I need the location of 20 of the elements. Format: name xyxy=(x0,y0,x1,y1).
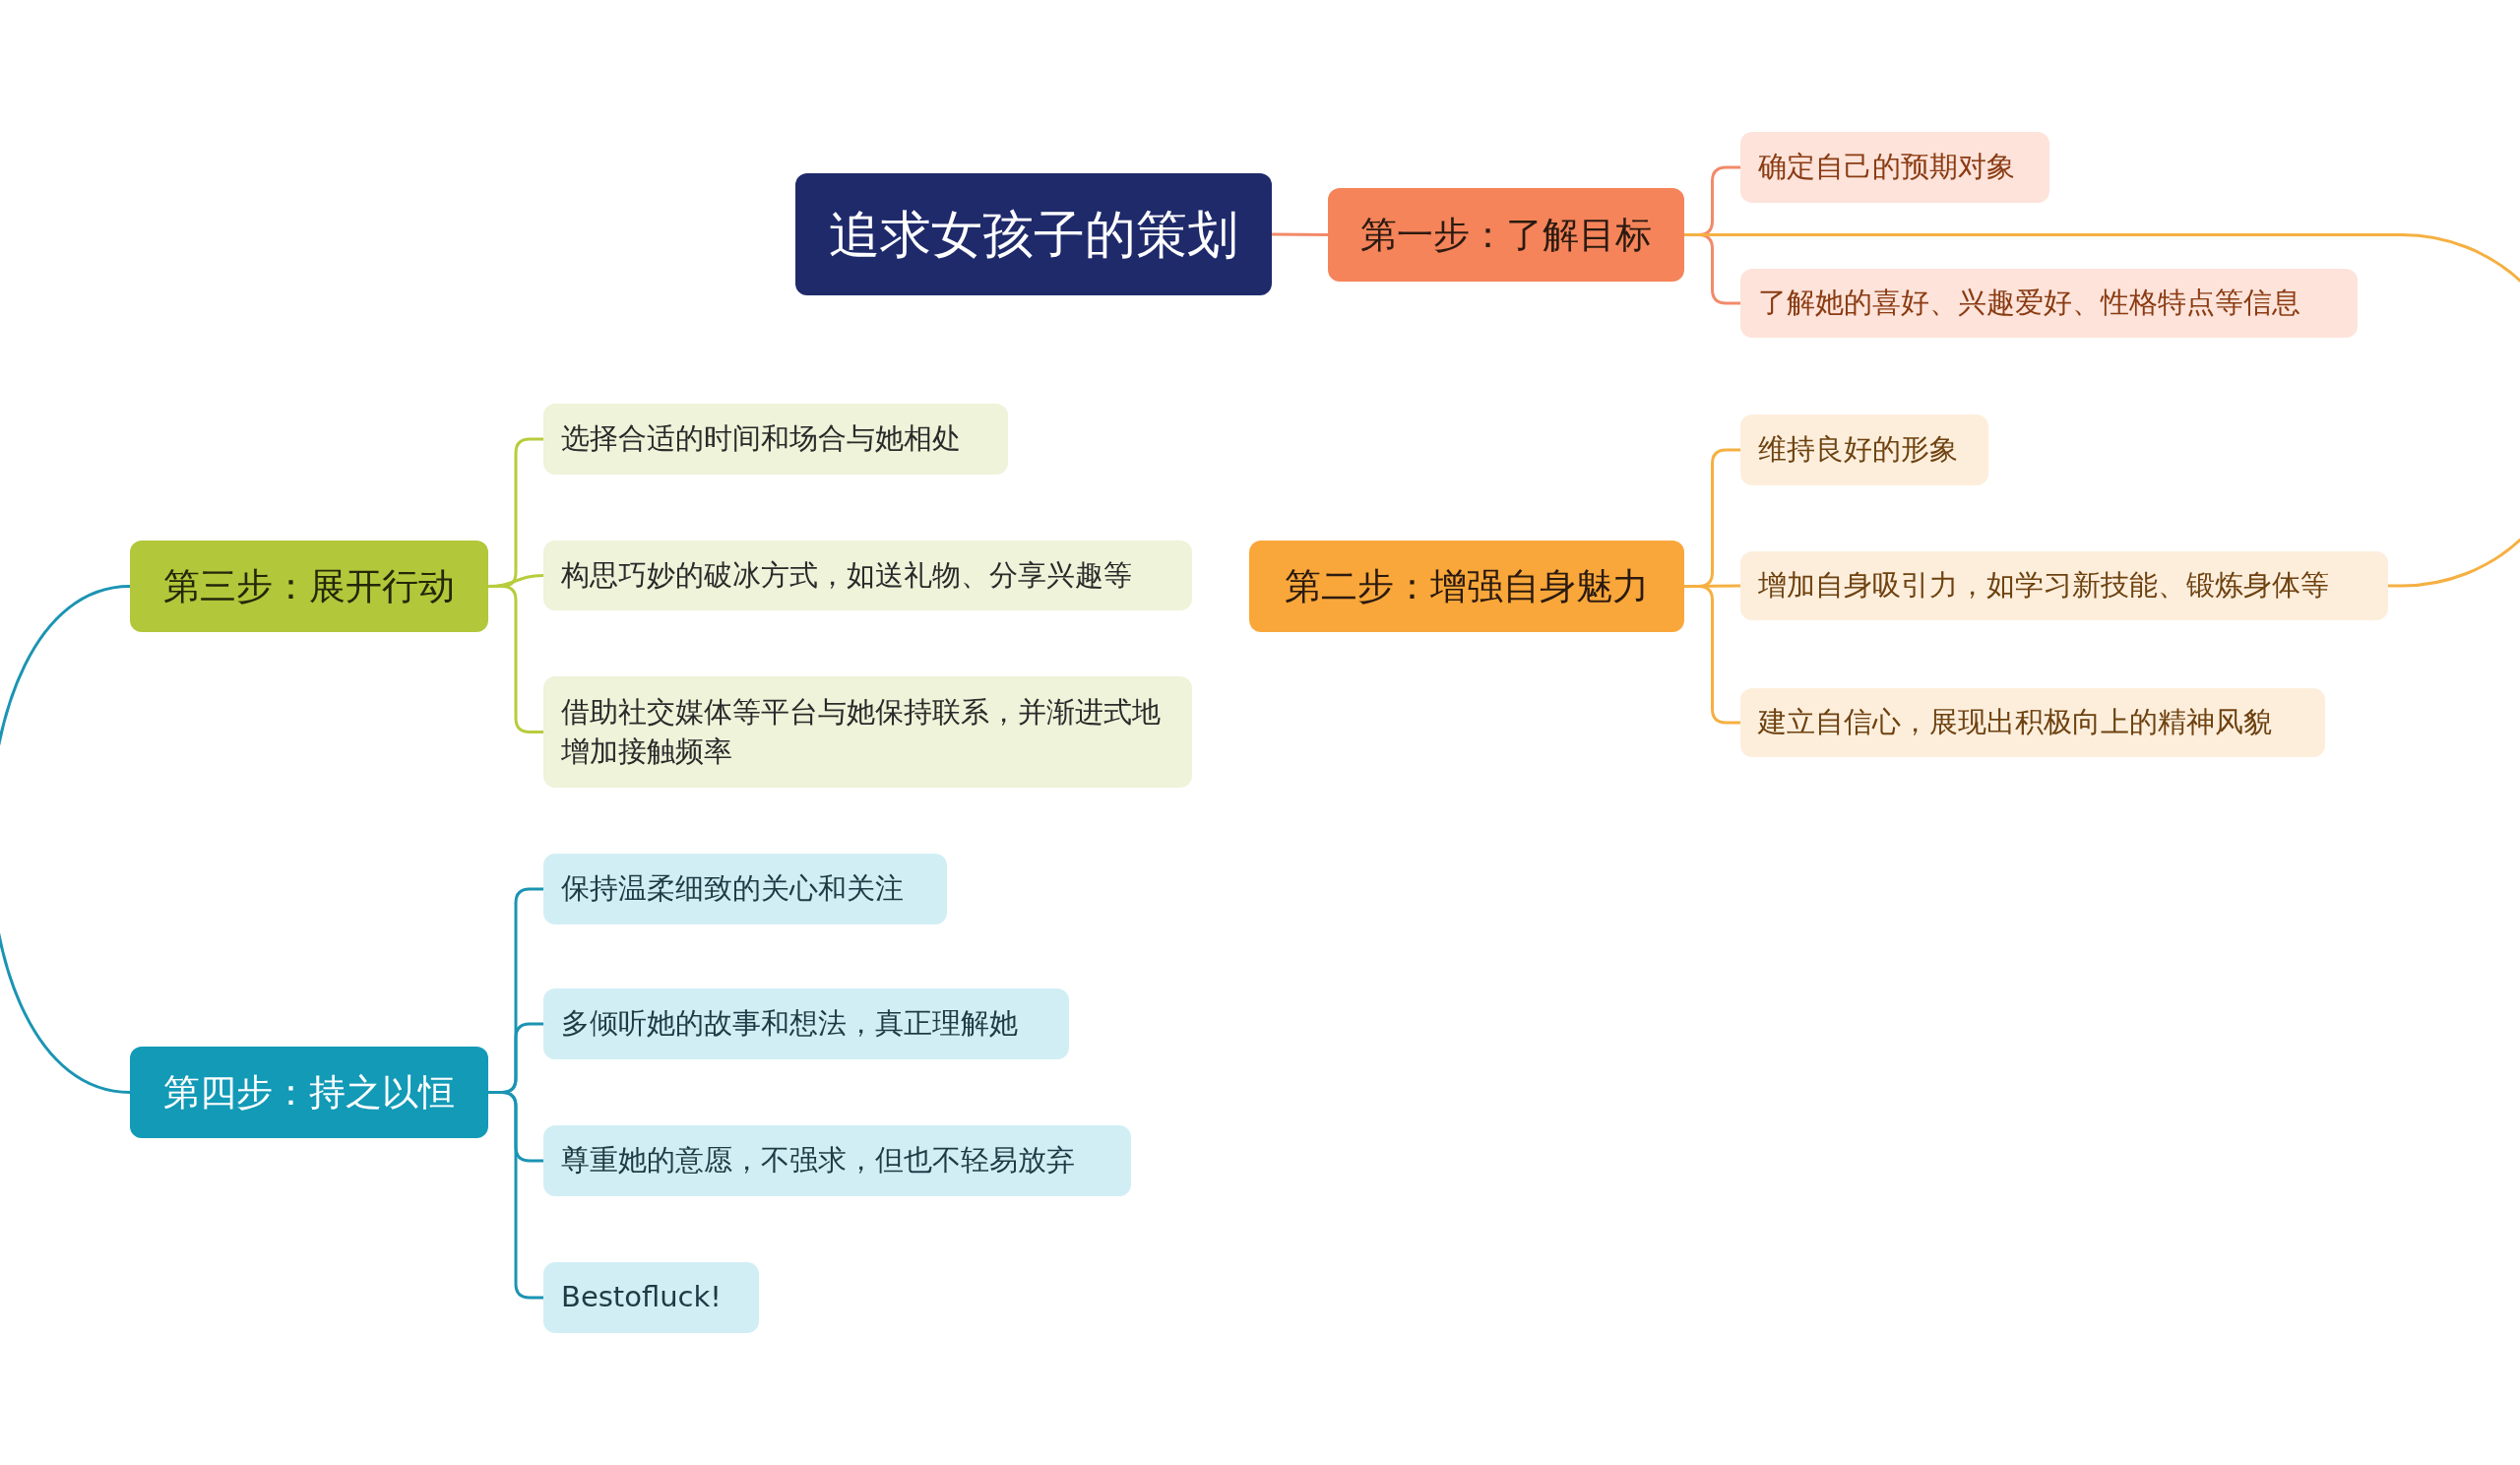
subtopic-box: 多倾听她的故事和想法，真正理解她 xyxy=(543,988,1069,1059)
connector-line xyxy=(1272,232,1328,236)
subtopic-box: 构思巧妙的破冰方式，如送礼物、分享兴趣等 xyxy=(543,541,1192,610)
subtopic-box: 增加自身吸引力，如学习新技能、锻炼身体等 xyxy=(1740,551,2388,620)
central-topic-box: 追求女孩子的策划 xyxy=(795,173,1272,295)
connector-line xyxy=(0,585,131,1094)
topic-box: 第四步：持之以恒 xyxy=(130,1047,488,1138)
subtopic-box: 维持良好的形象 xyxy=(1740,414,1988,485)
subtopic-box: 建立自信心，展现出积极向上的精神风貌 xyxy=(1740,688,2325,757)
subtopic-box: 了解她的喜好、兴趣爱好、性格特点等信息 xyxy=(1740,269,2358,338)
subtopic-box: 确定自己的预期对象 xyxy=(1740,132,2049,203)
subtopic-box: 保持温柔细致的关心和关注 xyxy=(543,854,947,924)
subtopic-box: Bestofluck! xyxy=(543,1262,759,1333)
connector-line xyxy=(1684,233,2520,588)
topic-box: 第一步：了解目标 xyxy=(1328,188,1684,282)
topic-box: 第三步：展开行动 xyxy=(130,541,488,632)
subtopic-box: 尊重她的意愿，不强求，但也不轻易放弃 xyxy=(543,1125,1131,1196)
subtopic-box: 借助社交媒体等平台与她保持联系，并渐进式地增加接触频率 xyxy=(543,676,1192,788)
topic-box: 第二步：增强自身魅力 xyxy=(1249,541,1684,632)
subtopic-box: 选择合适的时间和场合与她相处 xyxy=(543,404,1008,475)
